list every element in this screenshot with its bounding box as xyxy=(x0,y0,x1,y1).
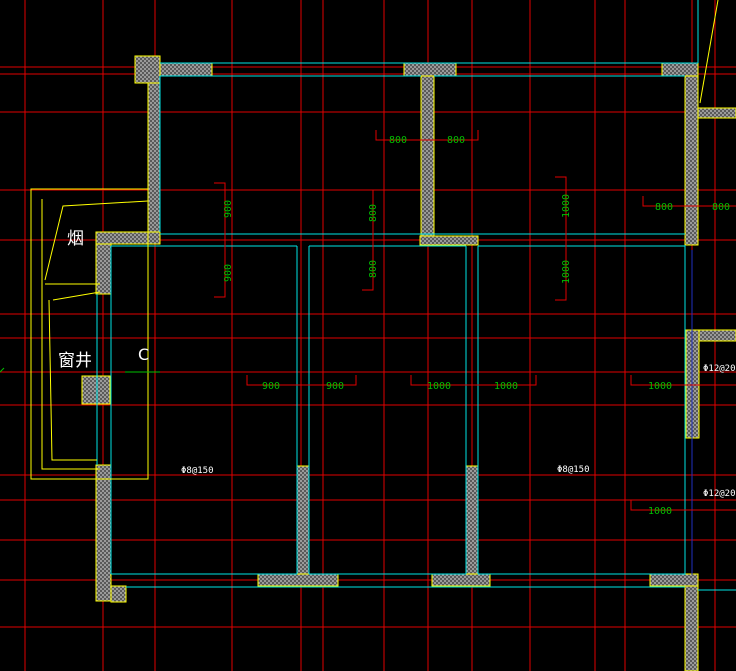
dim-top-right-800: 800 xyxy=(447,135,465,146)
dim-horiz-1000-a: 1000 xyxy=(427,381,451,392)
dimension-brackets xyxy=(214,130,736,511)
rebar-slab-a: Φ8@150 xyxy=(181,466,214,476)
dim-far-right-b: 800 xyxy=(712,202,730,213)
rebar-labels: Φ8@150 Φ8@150 Φ12@20 Φ12@20 xyxy=(181,364,736,499)
room-labels: 烟 窗井 C xyxy=(58,229,149,371)
dim-vert-900-a: 900 xyxy=(223,200,234,218)
label-section-mark: C xyxy=(138,345,149,364)
dim-vert-1000-a: 1000 xyxy=(561,194,572,218)
dim-vert-1000-b: 1000 xyxy=(561,260,572,284)
dim-horiz-900-a: 900 xyxy=(262,381,280,392)
rebar-right-b: Φ12@20 xyxy=(703,489,736,499)
dim-top-left-800: 800 xyxy=(389,135,407,146)
dim-far-right-a: 800 xyxy=(655,202,673,213)
dim-horiz-1000-b: 1000 xyxy=(494,381,518,392)
dimension-texts: 800 800 800 800 900 900 800 800 1000 100… xyxy=(223,135,730,517)
dim-horiz-1000-d: 1000 xyxy=(648,506,672,517)
label-chimney: 烟 xyxy=(67,229,84,249)
rebar-right-a: Φ12@20 xyxy=(703,364,736,374)
rebar-slab-b: Φ8@150 xyxy=(557,465,590,475)
wall-outlines xyxy=(96,0,736,591)
label-window-well: 窗井 xyxy=(58,351,92,371)
hatched-walls xyxy=(81,55,736,671)
dim-vert-800-a: 800 xyxy=(368,204,379,222)
chimney-window-well xyxy=(0,0,719,480)
dim-vert-900-b: 900 xyxy=(223,264,234,282)
dim-vert-800-b: 800 xyxy=(368,260,379,278)
dim-horiz-1000-c: 1000 xyxy=(648,381,672,392)
dim-horiz-900-b: 900 xyxy=(326,381,344,392)
